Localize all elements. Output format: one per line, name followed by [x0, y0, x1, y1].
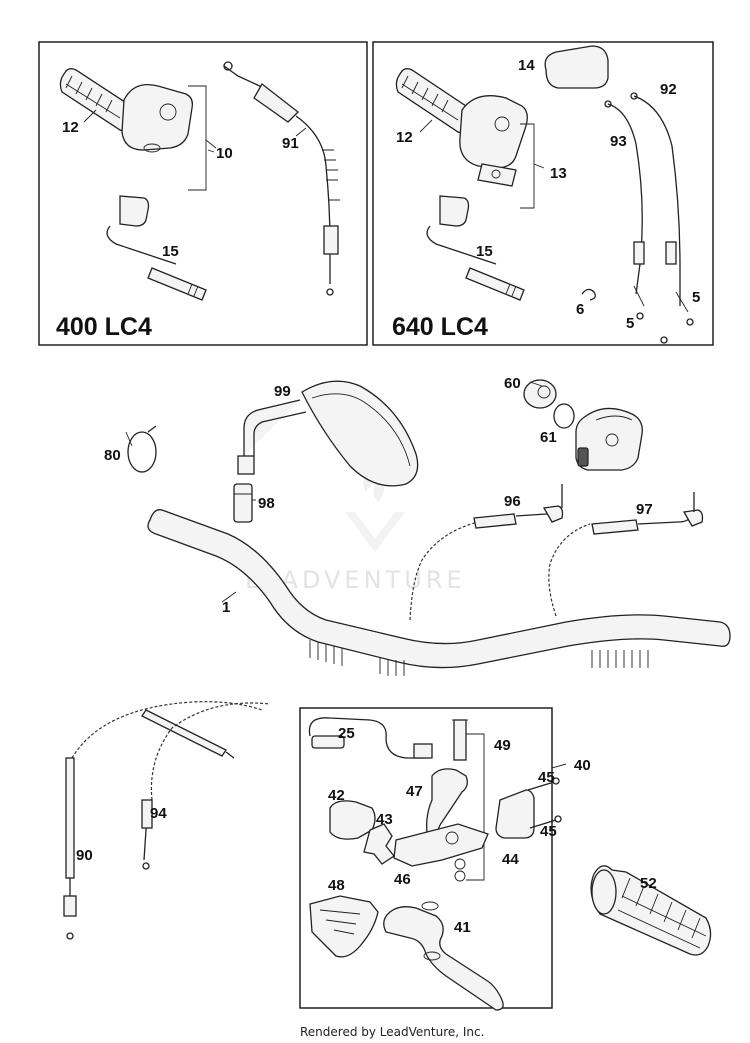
leader-lines: [83, 109, 567, 769]
cable-97: [548, 492, 704, 617]
callout-91: 91: [282, 135, 299, 152]
callout-42: 42: [328, 787, 345, 804]
callout-92: 92: [660, 81, 677, 98]
callout-6: 6: [576, 301, 584, 318]
panel-lever-assembly: [299, 707, 553, 1009]
callout-5-upper: 5: [692, 289, 700, 306]
callout-10: 10: [216, 145, 233, 162]
callout-41: 41: [454, 919, 471, 936]
switch-25: [308, 717, 433, 759]
callout-43: 43: [376, 811, 393, 828]
cap-42: [329, 800, 376, 840]
cable-96: [409, 484, 564, 621]
callout-14: 14: [518, 57, 535, 74]
callout-48: 48: [328, 877, 345, 894]
switch-15-right: [426, 195, 525, 301]
callout-93: 93: [610, 133, 627, 150]
bolts-45: [527, 777, 562, 829]
bracket-10: [188, 85, 207, 191]
label-model-400: 400 LC4: [56, 313, 152, 341]
seal-61: [553, 403, 575, 429]
callout-15-left: 15: [162, 243, 179, 260]
cover-48: [309, 895, 379, 958]
cable-90: [63, 701, 263, 940]
switch-15-left: [106, 195, 207, 301]
bracket-13: [520, 123, 535, 209]
bolt-49: [452, 719, 468, 761]
clip-6: [581, 288, 596, 301]
callout-98: 98: [258, 495, 275, 512]
lever-base-46: [393, 823, 489, 882]
callout-12-left: 12: [62, 119, 79, 136]
adapter-98: [233, 483, 253, 523]
clamp-80: [127, 425, 157, 473]
cap-14: [544, 45, 609, 89]
callout-61: 61: [540, 429, 557, 446]
callout-46: 46: [394, 871, 411, 888]
grip-52: [590, 865, 712, 956]
footer-credit: Rendered by LeadVenture, Inc.: [300, 1025, 484, 1039]
mirror-99: [237, 380, 419, 487]
panel-640-lc4: [372, 41, 714, 346]
cables-92-93: [604, 92, 694, 344]
clamp-44: [495, 789, 535, 839]
callout-94: 94: [150, 805, 167, 822]
panel-400-lc4: [38, 41, 368, 346]
callout-45-upper: 45: [538, 769, 555, 786]
callout-5-lower: 5: [626, 315, 634, 332]
callout-49: 49: [494, 737, 511, 754]
callout-45-lower: 45: [540, 823, 557, 840]
lever-mount-47: [426, 768, 468, 841]
switch-housing: [575, 407, 643, 471]
callout-1: 1: [222, 599, 230, 616]
bracket-49: [466, 733, 485, 881]
callout-13: 13: [550, 165, 567, 182]
callout-47: 47: [406, 783, 423, 800]
throttle-grip-640: [395, 68, 528, 187]
callout-60: 60: [504, 375, 521, 392]
callout-40: 40: [574, 757, 591, 774]
callout-99: 99: [274, 383, 291, 400]
callout-25: 25: [338, 725, 355, 742]
callout-97: 97: [636, 501, 653, 518]
label-model-640: 640 LC4: [392, 313, 488, 341]
callout-44: 44: [502, 851, 519, 868]
throttle-grip-400: [59, 68, 194, 153]
callout-15-right: 15: [476, 243, 493, 260]
handlebar-1: [147, 509, 731, 676]
cable-91: [223, 61, 340, 296]
cable-94: [141, 702, 271, 870]
callout-80: 80: [104, 447, 121, 464]
callout-96: 96: [504, 493, 521, 510]
lever-41: [383, 901, 504, 1011]
callout-52: 52: [640, 875, 657, 892]
callout-90: 90: [76, 847, 93, 864]
callout-12-right: 12: [396, 129, 413, 146]
throttle-60: [523, 379, 557, 409]
